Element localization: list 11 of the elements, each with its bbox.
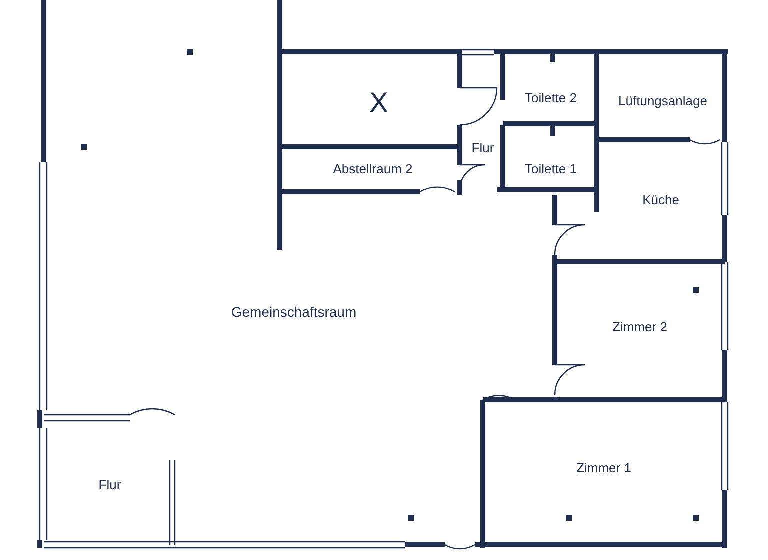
room-label: Toilette 2: [524, 90, 578, 106]
room-label: Lüftungsanlage: [618, 94, 708, 108]
room-label: Flur: [472, 140, 494, 156]
room-label: Zimmer 1: [576, 460, 632, 476]
room-label: Flur: [98, 478, 122, 492]
room-label: Küche: [642, 192, 680, 208]
room-label: Gemeinschaftsraum: [231, 304, 357, 320]
room-label: X: [370, 87, 388, 119]
room-label: Toilette 1: [524, 162, 578, 176]
room-label: Abstellraum 2: [333, 162, 413, 176]
room-label: Zimmer 2: [612, 320, 668, 334]
